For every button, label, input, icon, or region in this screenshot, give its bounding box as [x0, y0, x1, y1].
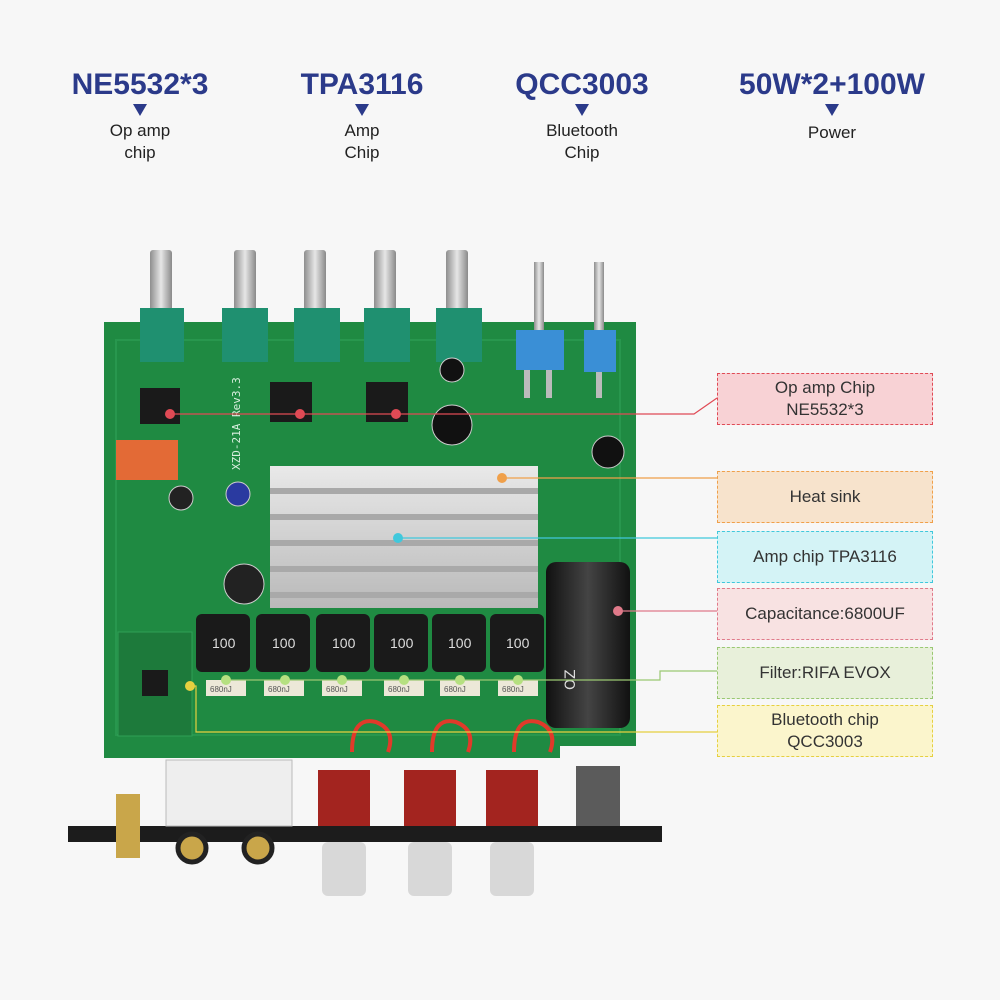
callout-amp-chip: Amp chip TPA3116 — [717, 531, 933, 583]
leader-heatsink — [497, 473, 717, 483]
filter-cap: 680nJ — [440, 680, 480, 696]
knob-3 — [294, 250, 340, 362]
spec-value: QCC3003 — [515, 68, 649, 101]
capacitor — [168, 485, 194, 511]
opamp-chip-2 — [270, 382, 312, 422]
inductor-marking: 100 — [272, 635, 296, 651]
filter-cap: 680nJ — [322, 680, 362, 696]
leader-ampchip — [393, 533, 717, 543]
spec-value: TPA3116 — [300, 68, 424, 101]
inductor-marking: 100 — [448, 635, 472, 651]
arrow-down-icon — [355, 104, 369, 116]
inductor: 100 — [490, 614, 544, 672]
capacitor — [223, 563, 265, 605]
knob-4 — [364, 250, 410, 362]
callout-heat-sink: Heat sink — [717, 471, 933, 523]
spec-power: 50W*2+100W Power — [732, 68, 932, 144]
main-capacitor: OZ — [546, 562, 630, 728]
relay — [116, 440, 178, 480]
capacitor — [591, 435, 625, 469]
arrow-down-icon — [133, 104, 147, 116]
filter-cap: 680nJ — [384, 680, 424, 696]
inductor: 100 — [256, 614, 310, 672]
filter-marking: 680nJ — [210, 685, 232, 694]
leader-opamp — [165, 397, 718, 419]
capacitor — [431, 404, 473, 446]
callout-capacitance: Capacitance:6800UF — [717, 588, 933, 640]
speaker-terminal — [404, 719, 473, 896]
knob-2 — [222, 250, 268, 362]
spec-value: 50W*2+100W — [739, 68, 925, 101]
power-connector — [576, 766, 620, 826]
spec-desc: Power — [807, 123, 857, 142]
inductor-marking: 100 — [332, 635, 356, 651]
inductor: 100 — [432, 614, 486, 672]
spec-amp: TPA3116 Amp Chip — [262, 68, 462, 164]
callout-filter: Filter:RIFA EVOX — [717, 647, 933, 699]
leader-filter — [221, 670, 717, 685]
speaker-terminal — [486, 719, 555, 896]
filter-marking: 680nJ — [388, 685, 410, 694]
spec-desc: Op amp chip — [109, 121, 171, 162]
leader-bluetooth — [185, 681, 717, 733]
bluetooth-chip — [142, 670, 168, 696]
toggle-switch-2 — [584, 262, 616, 398]
filter-marking: 680nJ — [326, 685, 348, 694]
spec-desc: Bluetooth Chip — [546, 121, 618, 162]
spec-opamp: NE5532*3 Op amp chip — [40, 68, 240, 164]
input-terminal — [165, 759, 293, 827]
callout-opamp-chip: Op amp Chip NE5532*3 — [717, 373, 933, 425]
arrow-down-icon — [575, 104, 589, 116]
opamp-chip-1 — [140, 388, 180, 424]
filter-cap: 680nJ — [206, 680, 246, 696]
toggle-switch-1 — [516, 262, 564, 398]
speaker-terminal — [318, 719, 393, 896]
leader-capacitor — [613, 606, 717, 616]
rca-jack — [241, 831, 275, 865]
capacitor — [439, 357, 465, 383]
inductor-marking: 100 — [212, 635, 236, 651]
front-panel — [68, 826, 662, 842]
filter-cap: 680nJ — [498, 680, 538, 696]
inductor-marking: 100 — [506, 635, 530, 651]
filter-marking: 680nJ — [444, 685, 466, 694]
arrow-down-icon — [825, 104, 839, 116]
spec-bluetooth: QCC3003 Bluetooth Chip — [482, 68, 682, 164]
spec-value: NE5532*3 — [71, 68, 209, 101]
inductor: 100 — [316, 614, 370, 672]
knob-5 — [436, 250, 482, 362]
capacitor — [225, 481, 251, 507]
filter-marking: 680nJ — [502, 685, 524, 694]
silkscreen-text: XZD-21A Rev3.3 — [230, 377, 243, 470]
spec-desc: Amp Chip — [344, 121, 380, 162]
opamp-chip-3 — [366, 382, 408, 422]
inductor-marking: 100 — [390, 635, 414, 651]
rca-jack — [175, 831, 209, 865]
inductor: 100 — [196, 614, 250, 672]
filter-cap: 680nJ — [264, 680, 304, 696]
callout-bluetooth-chip: Bluetooth chip QCC3003 — [717, 705, 933, 757]
heat-sink — [270, 466, 538, 608]
antenna-connector — [116, 794, 140, 858]
filter-marking: 680nJ — [268, 685, 290, 694]
inductor: 100 — [374, 614, 428, 672]
knob-1 — [140, 250, 184, 362]
